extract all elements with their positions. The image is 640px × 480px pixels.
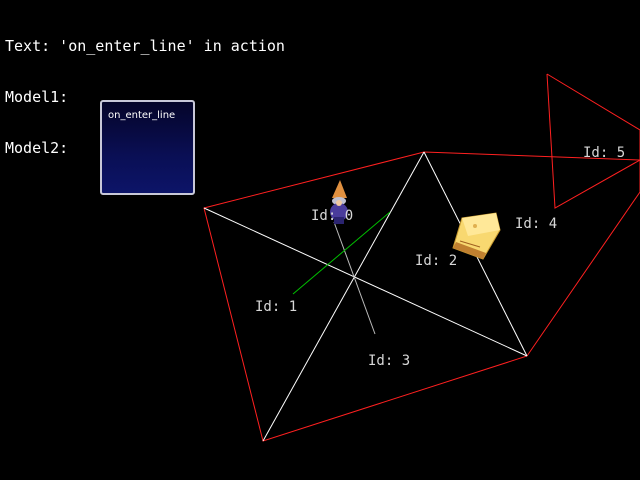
node-label-1: Id: 1 <box>255 299 298 315</box>
debug-text-overlay: Text: 'on_enter_line' in action Model1: … <box>5 4 285 174</box>
edge-to-node-3 <box>333 221 376 335</box>
status-text: Text: 'on_enter_line' in action <box>5 37 285 55</box>
model2-label: Model2: <box>5 139 69 157</box>
cheese-item-icon[interactable] <box>452 212 501 260</box>
edge-upper-left <box>203 207 528 357</box>
model1-label: Model1: <box>5 88 69 106</box>
wizard-character-icon[interactable] <box>330 180 348 224</box>
node-label-0: Id: 0 <box>311 208 354 224</box>
navmesh-boundary <box>203 151 640 442</box>
node-label-2: Id: 2 <box>415 253 458 269</box>
edge-peak-left <box>262 151 425 442</box>
node-label-4: Id: 4 <box>515 216 558 232</box>
trigger-box-label: on_enter_line <box>108 110 176 121</box>
navmesh-region-5 <box>546 73 640 209</box>
active-line-segment <box>292 211 391 295</box>
node-label-5: Id: 5 <box>583 145 626 161</box>
node-label-3: Id: 3 <box>368 353 411 369</box>
trigger-box[interactable]: on_enter_line <box>100 100 195 195</box>
